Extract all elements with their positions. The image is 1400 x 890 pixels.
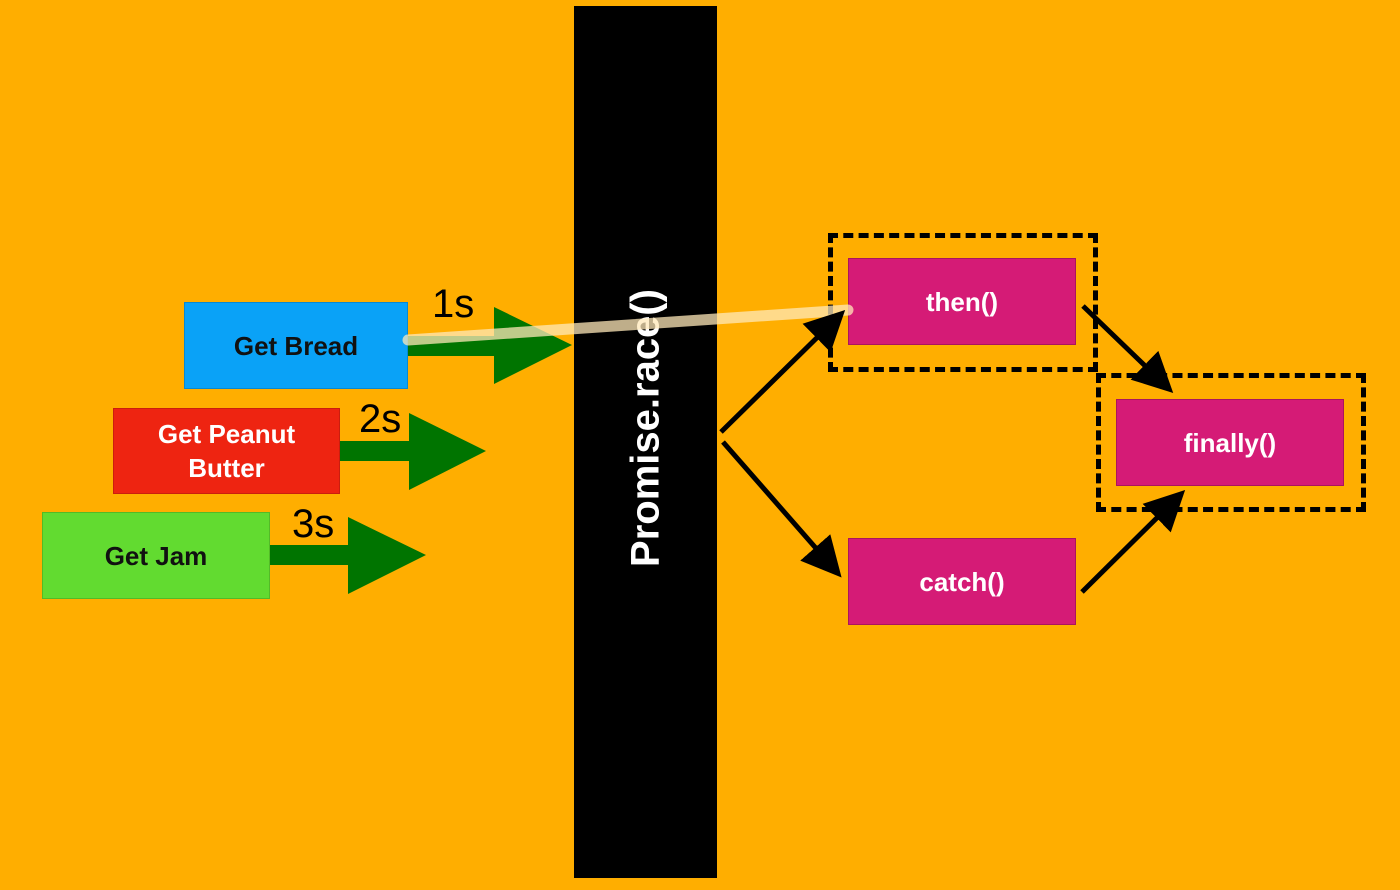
then-to-finally-arrow — [1081, 304, 1174, 393]
race-to-catch-arrow — [721, 440, 842, 578]
race-to-then-arrow — [719, 309, 846, 434]
finally-box: finally() — [1116, 399, 1344, 486]
catch-label: catch() — [919, 566, 1005, 597]
bread-timing-arrow — [408, 307, 572, 384]
promise-race-bar: Promise.race() — [574, 6, 717, 878]
get-jam-label: Get Jam — [104, 540, 208, 571]
then-box: then() — [848, 258, 1076, 345]
get-bread-label: Get Bread — [233, 330, 359, 361]
peanut-butter-timing-arrow — [340, 413, 486, 490]
catch-to-finally-arrow — [1080, 489, 1186, 594]
finally-label: finally() — [1183, 427, 1277, 458]
get-peanut-butter-label: Get Peanut Butter — [157, 419, 296, 483]
jam-time-label: 3s — [292, 502, 335, 546]
get-bread-box: Get Bread — [184, 302, 408, 389]
finally-dashed-frame — [1096, 373, 1366, 512]
bread-time-label: 1s — [432, 282, 475, 326]
get-jam-box: Get Jam — [42, 512, 270, 599]
catch-box: catch() — [848, 538, 1076, 625]
then-dashed-frame — [828, 233, 1098, 372]
peanut-butter-time-label: 2s — [359, 397, 402, 441]
bread-to-then-highlight — [402, 304, 854, 346]
then-label: then() — [925, 286, 999, 317]
get-peanut-butter-box: Get Peanut Butter — [113, 408, 340, 494]
jam-timing-arrow — [270, 517, 426, 594]
